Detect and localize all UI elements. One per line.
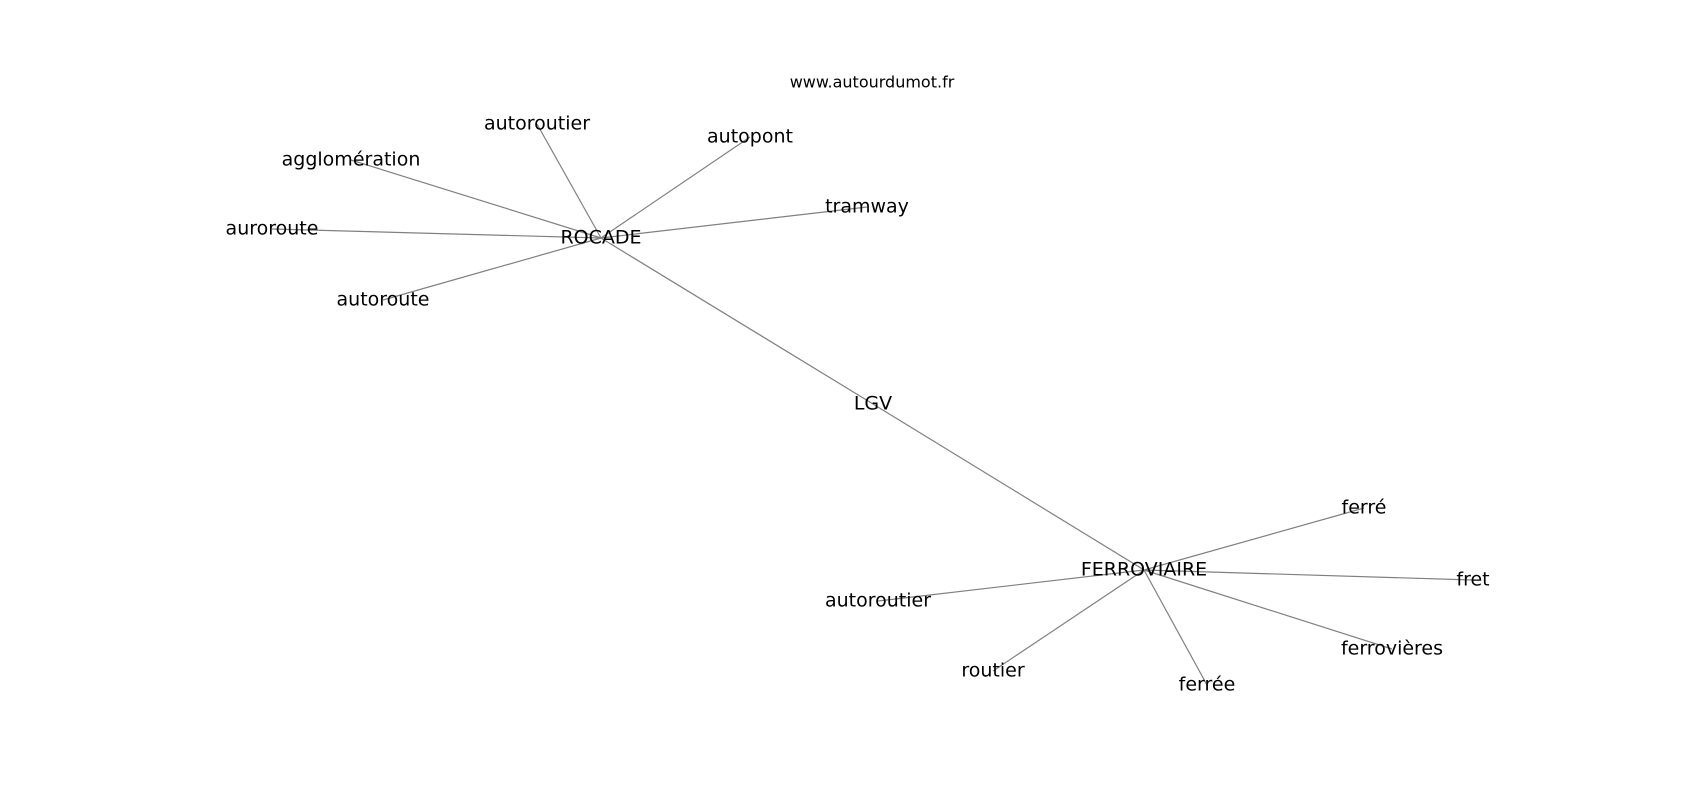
edge-ferroviaire-fret bbox=[1143, 569, 1474, 581]
node-lgv[interactable]: LGV bbox=[854, 393, 892, 415]
edge-rocade-autopont bbox=[600, 136, 751, 239]
node-ferree[interactable]: ferrée bbox=[1179, 674, 1236, 696]
node-routier[interactable]: routier bbox=[961, 660, 1024, 682]
node-auroroute[interactable]: auroroute bbox=[226, 218, 319, 240]
watermark-text[interactable]: www.autourdumot.fr bbox=[790, 73, 955, 92]
node-tramway[interactable]: tramway bbox=[825, 196, 909, 218]
edge-rocade-autoroutier-1 bbox=[536, 123, 602, 239]
edge-ferroviaire-autoroutier-2 bbox=[877, 569, 1145, 602]
edge-ferroviaire-ferree bbox=[1143, 569, 1208, 686]
node-autoroute[interactable]: autoroute bbox=[337, 289, 430, 311]
graph-nodes: ROCADE LGV FERROVIAIRE autoroutier autopont a… bbox=[226, 113, 1490, 696]
node-ferre[interactable]: ferré bbox=[1342, 497, 1387, 519]
edge-rocade-auroroute bbox=[271, 228, 602, 239]
node-agglomeration[interactable]: agglomération bbox=[282, 149, 421, 171]
edge-lgv-ferroviaire bbox=[872, 403, 1145, 571]
graph-edges bbox=[271, 123, 1474, 686]
edge-ferroviaire-routier bbox=[992, 569, 1145, 672]
node-rocade[interactable]: ROCADE bbox=[560, 227, 641, 249]
node-ferroviaire[interactable]: FERROVIAIRE bbox=[1081, 559, 1207, 581]
edge-ferroviaire-ferrovieres bbox=[1143, 569, 1393, 650]
node-fret[interactable]: fret bbox=[1456, 569, 1489, 591]
edge-rocade-autoroute bbox=[382, 237, 602, 301]
node-autopont[interactable]: autopont bbox=[707, 126, 793, 148]
node-ferrovieres[interactable]: ferrovières bbox=[1341, 638, 1443, 660]
node-autoroutier-2[interactable]: autoroutier bbox=[825, 590, 931, 612]
edge-ferroviaire-ferre bbox=[1143, 507, 1365, 571]
edge-rocade-lgv bbox=[600, 237, 874, 405]
edge-rocade-tramway bbox=[600, 206, 868, 239]
node-autoroutier-1[interactable]: autoroutier bbox=[484, 113, 590, 135]
edge-rocade-agglomeration bbox=[350, 159, 602, 239]
